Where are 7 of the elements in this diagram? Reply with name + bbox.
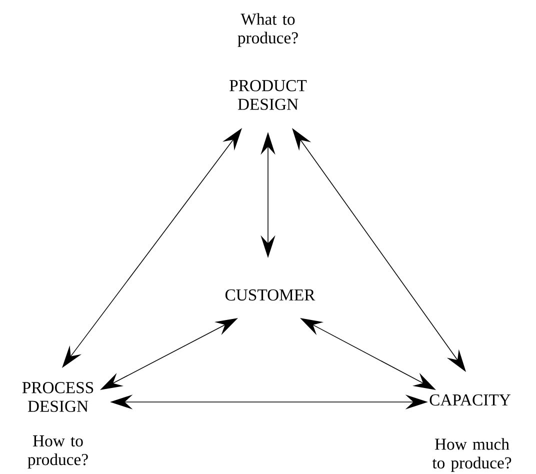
question-text: What to produce? — [238, 13, 298, 47]
question-text: How to produce? — [28, 435, 88, 469]
node-label: CAPACITY — [430, 394, 510, 406]
node-label: CUSTOMER — [225, 289, 316, 301]
question-text: How much to produce? — [432, 438, 512, 472]
node-label: PRODUCT DESIGN — [230, 80, 307, 110]
node-label: PROCESS DESIGN — [22, 382, 94, 412]
